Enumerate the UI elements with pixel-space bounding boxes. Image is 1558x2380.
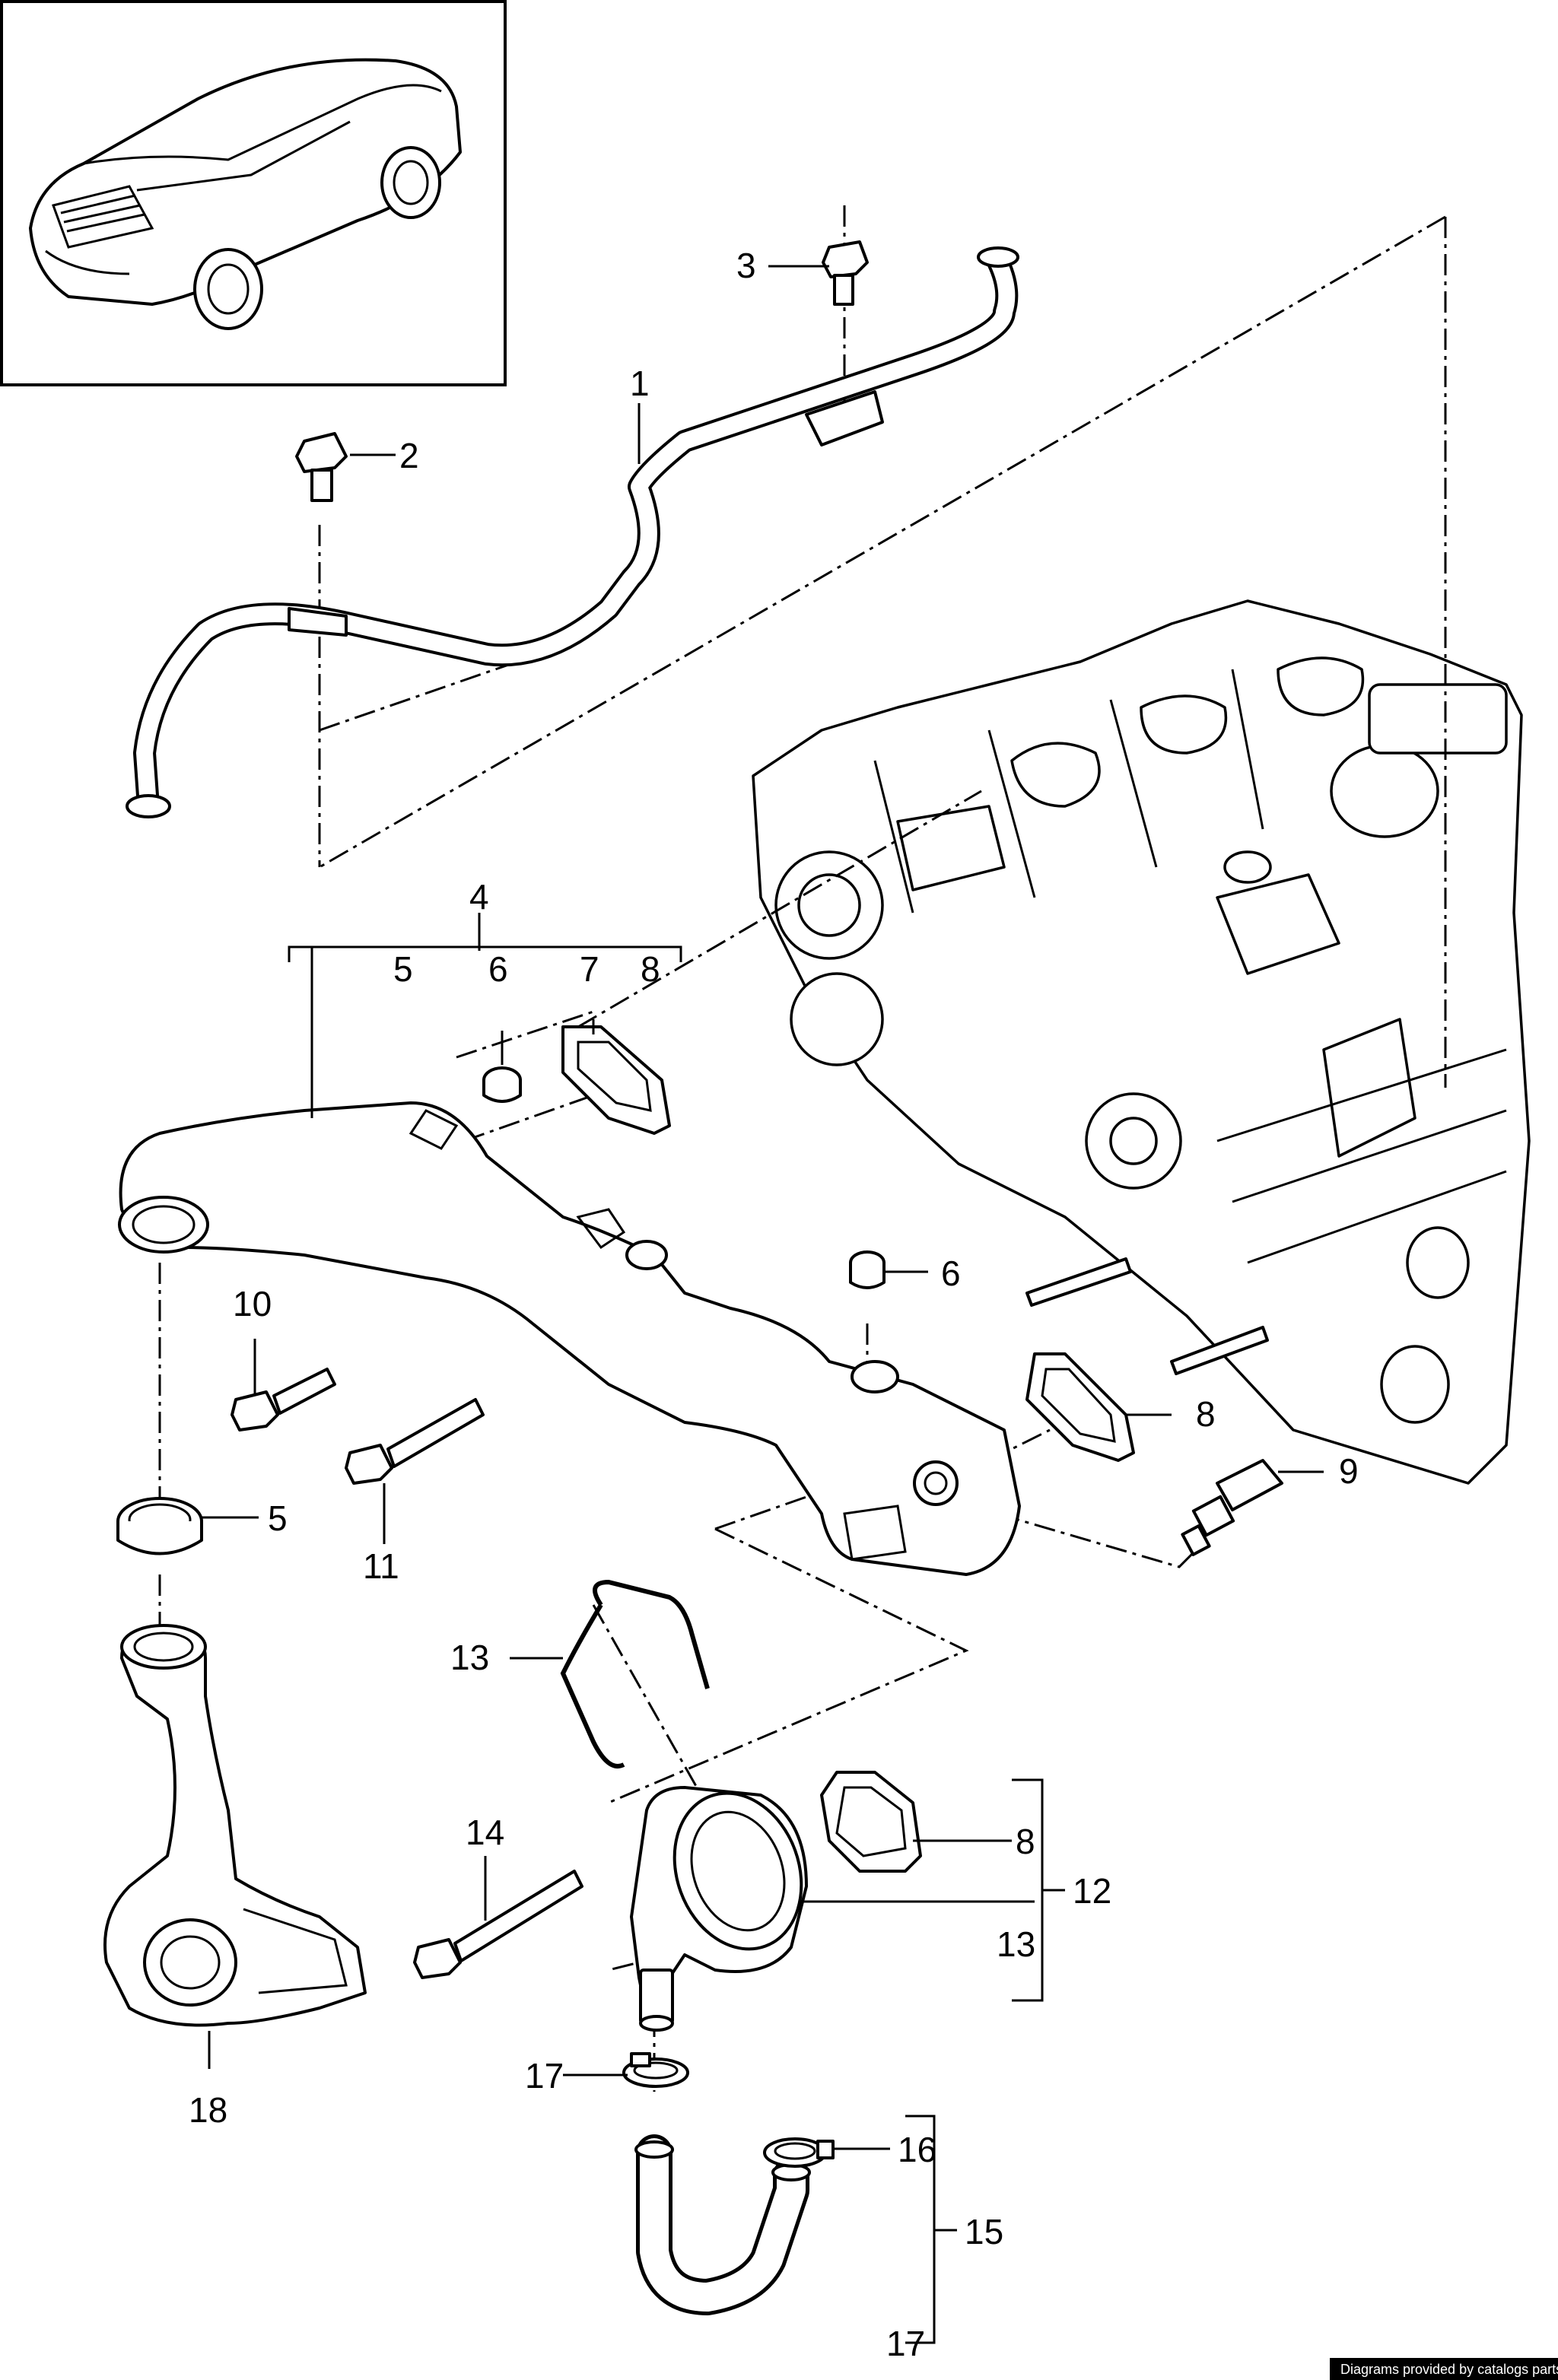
part-4-coolant-pipe-assembly — [118, 1101, 1021, 1576]
part-17-hose-clamp-upper — [622, 2052, 689, 2088]
callout-11: 11 — [363, 1546, 399, 1586]
callout-16: 16 — [898, 2130, 936, 2169]
callout-3: 3 — [736, 246, 756, 285]
callout-2: 2 — [399, 436, 419, 475]
callout-8-mid: 8 — [1196, 1394, 1216, 1434]
callout-9: 9 — [1339, 1451, 1359, 1491]
part-8-gasket-lower — [820, 1771, 922, 1873]
callout-10: 10 — [233, 1284, 272, 1323]
part-16-hose-clamp — [763, 2137, 835, 2168]
part-6-plug-lower — [849, 1250, 886, 1289]
callout-5-left: 5 — [268, 1498, 288, 1538]
part-15-hose — [634, 2134, 811, 2315]
part-2-bolt — [295, 432, 348, 502]
callout-6-right: 6 — [941, 1254, 961, 1293]
part-13-retaining-clip — [560, 1579, 710, 1768]
callout-17-lower: 17 — [886, 2324, 925, 2363]
part-1-coolant-pipe — [126, 246, 1019, 818]
callout-labels: 1 2 3 4 5 6 7 8 6 8 9 10 5 11 13 14 8 12… — [189, 246, 1359, 2363]
callout-7: 7 — [580, 949, 599, 989]
credit-text: Diagrams provided by catalogs parts — [1340, 2362, 1558, 2377]
part-11-bolt — [345, 1398, 485, 1485]
callout-13-clip: 13 — [450, 1638, 489, 1677]
callout-15: 15 — [965, 2212, 1003, 2251]
part-10-bolt — [231, 1368, 336, 1431]
part-12-thermostat-housing — [630, 1786, 808, 2032]
part-18-coolant-pipe-flange — [103, 1624, 367, 2027]
vehicle-inset — [0, 0, 507, 386]
callout-8-lower: 8 — [1016, 1822, 1035, 1861]
part-3-bolt — [822, 240, 869, 306]
callout-17-upper: 17 — [525, 2056, 564, 2096]
callout-12: 12 — [1073, 1871, 1111, 1911]
callout-6-top: 6 — [488, 949, 508, 989]
callout-4: 4 — [469, 877, 489, 917]
part-6-plug-upper — [482, 1066, 522, 1103]
car-illustration — [29, 58, 462, 330]
part-9-temperature-sensor — [1181, 1459, 1283, 1556]
callout-5-top: 5 — [393, 949, 413, 989]
callout-18: 18 — [189, 2090, 227, 2130]
callout-1: 1 — [630, 364, 650, 403]
leader-lines — [202, 265, 1324, 2344]
part-14-bolt — [413, 1870, 583, 1979]
part-8-gasket-mid — [1025, 1352, 1135, 1462]
engine-block — [752, 599, 1531, 1485]
credit-banner: Diagrams provided by catalogs parts — [1330, 2358, 1558, 2380]
part-5-seal-ring-lower — [116, 1497, 203, 1555]
callout-13-housing: 13 — [997, 1924, 1035, 1964]
part-7-gasket — [561, 1025, 671, 1135]
callout-8-top: 8 — [641, 949, 660, 989]
callout-14: 14 — [466, 1813, 504, 1852]
